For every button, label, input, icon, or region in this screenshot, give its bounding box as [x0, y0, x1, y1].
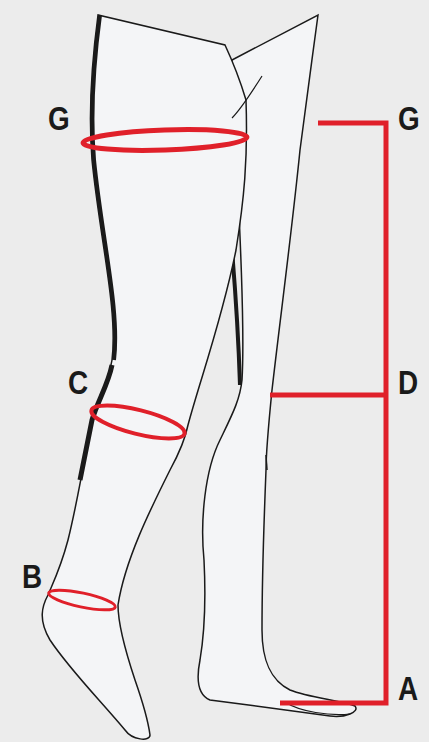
knee-crease: [266, 455, 267, 470]
measure-letter: D: [398, 364, 418, 400]
groin-line: [232, 76, 262, 118]
measure-letter: B: [22, 558, 42, 594]
back-leg-shade: [92, 15, 115, 360]
length-bracket: [270, 123, 386, 703]
ankle-ring: [47, 586, 116, 614]
measure-letter: G: [398, 100, 420, 136]
thigh-ring: [83, 127, 248, 153]
measure-letter: G: [48, 100, 70, 136]
measure-letter: A: [398, 670, 418, 706]
calf-ring: [89, 399, 188, 446]
measure-letter: C: [68, 364, 88, 400]
back-leg: [42, 15, 246, 739]
